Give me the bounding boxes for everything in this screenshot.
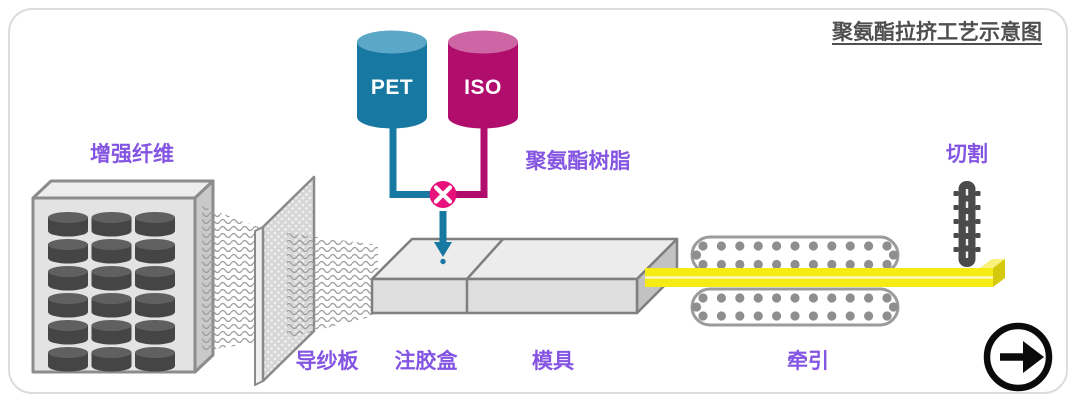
die-block	[370, 237, 679, 315]
fiber-strand-band-2	[287, 233, 378, 338]
fiber-spool	[91, 347, 132, 372]
label-guide-plate: 导纱板	[295, 350, 359, 373]
fiber-spool	[135, 320, 175, 345]
down-arrow-icon	[434, 211, 452, 265]
fiber-spool	[135, 347, 175, 372]
fiber-spool	[48, 239, 88, 264]
pet-tank	[357, 30, 427, 129]
fiber-spool	[91, 239, 132, 264]
diagram-title: 聚氨酯拉挤工艺示意图	[832, 21, 1042, 44]
fiber-spool	[135, 266, 175, 291]
fiber-spool	[91, 212, 132, 237]
fiber-spool	[135, 239, 175, 264]
iso-pipe	[455, 126, 488, 198]
profile-strip	[645, 259, 1005, 287]
fiber-spool	[48, 320, 88, 345]
fiber-spool	[91, 320, 132, 345]
fiber-spool	[48, 293, 88, 318]
fiber-spool	[135, 212, 175, 237]
label-die: 模具	[532, 350, 574, 373]
injection-box-divider-top	[466, 238, 504, 280]
fiber-strand-band-1	[202, 206, 261, 351]
saw-blade-icon	[953, 181, 981, 267]
fiber-spool	[48, 266, 88, 291]
label-cutting: 切割	[946, 143, 988, 166]
fiber-spool	[48, 347, 88, 372]
puller-track-lower	[690, 287, 900, 327]
mixer-valve-icon	[429, 181, 457, 208]
label-reinforcing-fiber: 增强纤维	[90, 143, 174, 166]
label-injection-box: 注胶盒	[394, 350, 458, 373]
iso-tank-label: ISO	[464, 76, 502, 99]
fiber-spool	[48, 212, 88, 237]
iso-tank	[448, 30, 518, 129]
next-arrow-icon[interactable]	[983, 322, 1053, 392]
pet-pipe	[389, 126, 431, 198]
label-puller: 牵引	[787, 350, 829, 373]
label-pu-resin: 聚氨酯树脂	[525, 150, 631, 173]
puller-track-upper	[690, 235, 900, 275]
fiber-creel	[31, 179, 215, 374]
fiber-spool	[91, 266, 132, 291]
fiber-spool	[135, 293, 175, 318]
fiber-spool	[91, 293, 132, 318]
pet-tank-label: PET	[370, 76, 414, 99]
